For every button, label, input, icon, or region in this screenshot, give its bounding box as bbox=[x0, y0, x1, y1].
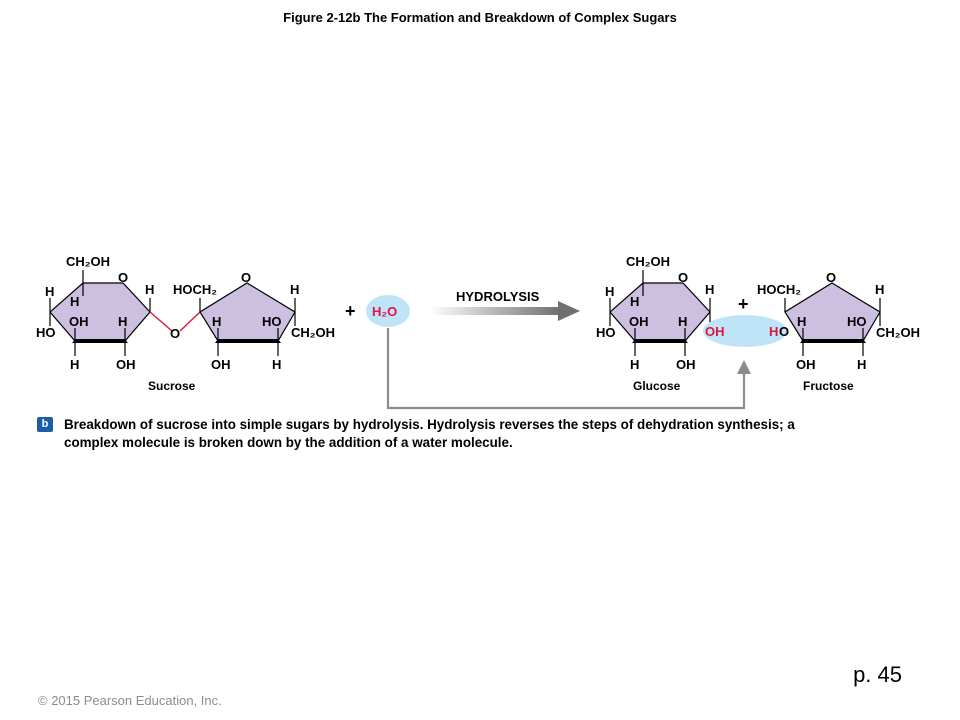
slide-title: Figure 2-12b The Formation and Breakdown… bbox=[283, 10, 677, 25]
glucose-oh-label: OH bbox=[676, 357, 696, 372]
sucrose-h-label: H bbox=[145, 282, 154, 297]
fructose-ho-label: HO bbox=[847, 314, 867, 329]
hydrolysis-arrow bbox=[430, 301, 580, 321]
water-return-arrow bbox=[386, 328, 751, 410]
water-molecule-blob bbox=[366, 295, 410, 327]
sucrose-h-label: H bbox=[272, 357, 281, 372]
hydrolysis-label: HYDROLYSIS bbox=[456, 289, 540, 304]
fructose-h-label: H bbox=[797, 314, 806, 329]
glucose-h-label: H bbox=[605, 284, 614, 299]
caption-badge: b bbox=[37, 417, 53, 432]
glucose-h-label: H bbox=[678, 314, 687, 329]
sucrose-h-label: H bbox=[290, 282, 299, 297]
sucrose-h-label: H bbox=[212, 314, 221, 329]
glucose-h-label: H bbox=[630, 294, 639, 309]
released-water-blob bbox=[703, 315, 787, 347]
sucrose-h-label: H bbox=[45, 284, 54, 299]
sucrose-oh-label: OH bbox=[116, 357, 136, 372]
sucrose-h-label: H bbox=[70, 294, 79, 309]
sucrose-ho-label: HO bbox=[262, 314, 282, 329]
fructose-h-label: H bbox=[857, 357, 866, 372]
sucrose-ch2oh-label: CH₂OH bbox=[66, 254, 110, 269]
glucose-oh-label: OH bbox=[629, 314, 649, 329]
fructose-ring: HOCH₂ O H H HO CH₂OH OH H bbox=[757, 270, 920, 372]
sucrose-ring-o-label: O bbox=[118, 270, 128, 285]
glucose-ho-label: HO bbox=[596, 325, 616, 340]
sucrose-h-label: H bbox=[70, 357, 79, 372]
glucose-ring-bottom-edge bbox=[632, 339, 688, 343]
fructose-name: Fructose bbox=[803, 379, 854, 393]
figure-caption: Breakdown of sucrose into simple sugars … bbox=[64, 417, 795, 450]
sucrose-fructose-ring: HOCH₂ O H H HO CH₂OH OH H bbox=[173, 270, 335, 372]
fructose-ch2oh-label: CH₂OH bbox=[876, 325, 920, 340]
fructose-released-h-label: H bbox=[769, 324, 778, 339]
glycosidic-bond: O bbox=[149, 311, 201, 341]
glucose-h-label: H bbox=[705, 282, 714, 297]
page-number: p. 45 bbox=[853, 662, 902, 687]
water-label: H₂O bbox=[372, 304, 397, 319]
fructose-released-o-label: O bbox=[779, 324, 789, 339]
fructose-oh-label: OH bbox=[796, 357, 816, 372]
sucrose-glucose-ring: CH₂OH O H H H HO OH H H OH bbox=[36, 254, 154, 372]
sucrose-bridge-o-label: O bbox=[170, 326, 180, 341]
glucose-ring-o-label: O bbox=[678, 270, 688, 285]
plus-sign: + bbox=[345, 301, 356, 321]
products-plus-sign: + bbox=[738, 294, 749, 314]
sucrose-h-label: H bbox=[118, 314, 127, 329]
sucrose-oh-label: OH bbox=[69, 314, 89, 329]
fructose-ring-bottom-edge bbox=[800, 339, 866, 343]
sucrose-ho-label: HO bbox=[36, 325, 56, 340]
glucose-name: Glucose bbox=[633, 379, 681, 393]
fructose-hoch2-label: HOCH₂ bbox=[757, 282, 801, 297]
copyright-notice: © 2015 Pearson Education, Inc. bbox=[38, 693, 222, 708]
glucose-h-label: H bbox=[630, 357, 639, 372]
glucose-released-oh-label: OH bbox=[705, 324, 725, 339]
glucose-ring: CH₂OH O H H H HO OH H H OH bbox=[596, 254, 714, 372]
glucose-ring-shape bbox=[609, 282, 711, 342]
glucose-ch2oh-label: CH₂OH bbox=[626, 254, 670, 269]
sucrose-glucose-ring-shape bbox=[49, 282, 151, 342]
sucrose-name: Sucrose bbox=[148, 379, 196, 393]
fructose-ring-o-label: O bbox=[826, 270, 836, 285]
sucrose-ch2oh-label: CH₂OH bbox=[291, 325, 335, 340]
sucrose-glucose-ring-bottom-edge bbox=[72, 339, 128, 343]
sucrose-hoch2-label: HOCH₂ bbox=[173, 282, 217, 297]
sucrose-oh-label: OH bbox=[211, 357, 231, 372]
sucrose-fructose-ring-bottom-edge bbox=[215, 339, 281, 343]
fructose-h-label: H bbox=[875, 282, 884, 297]
sucrose-fructose-o-label: O bbox=[241, 270, 251, 285]
